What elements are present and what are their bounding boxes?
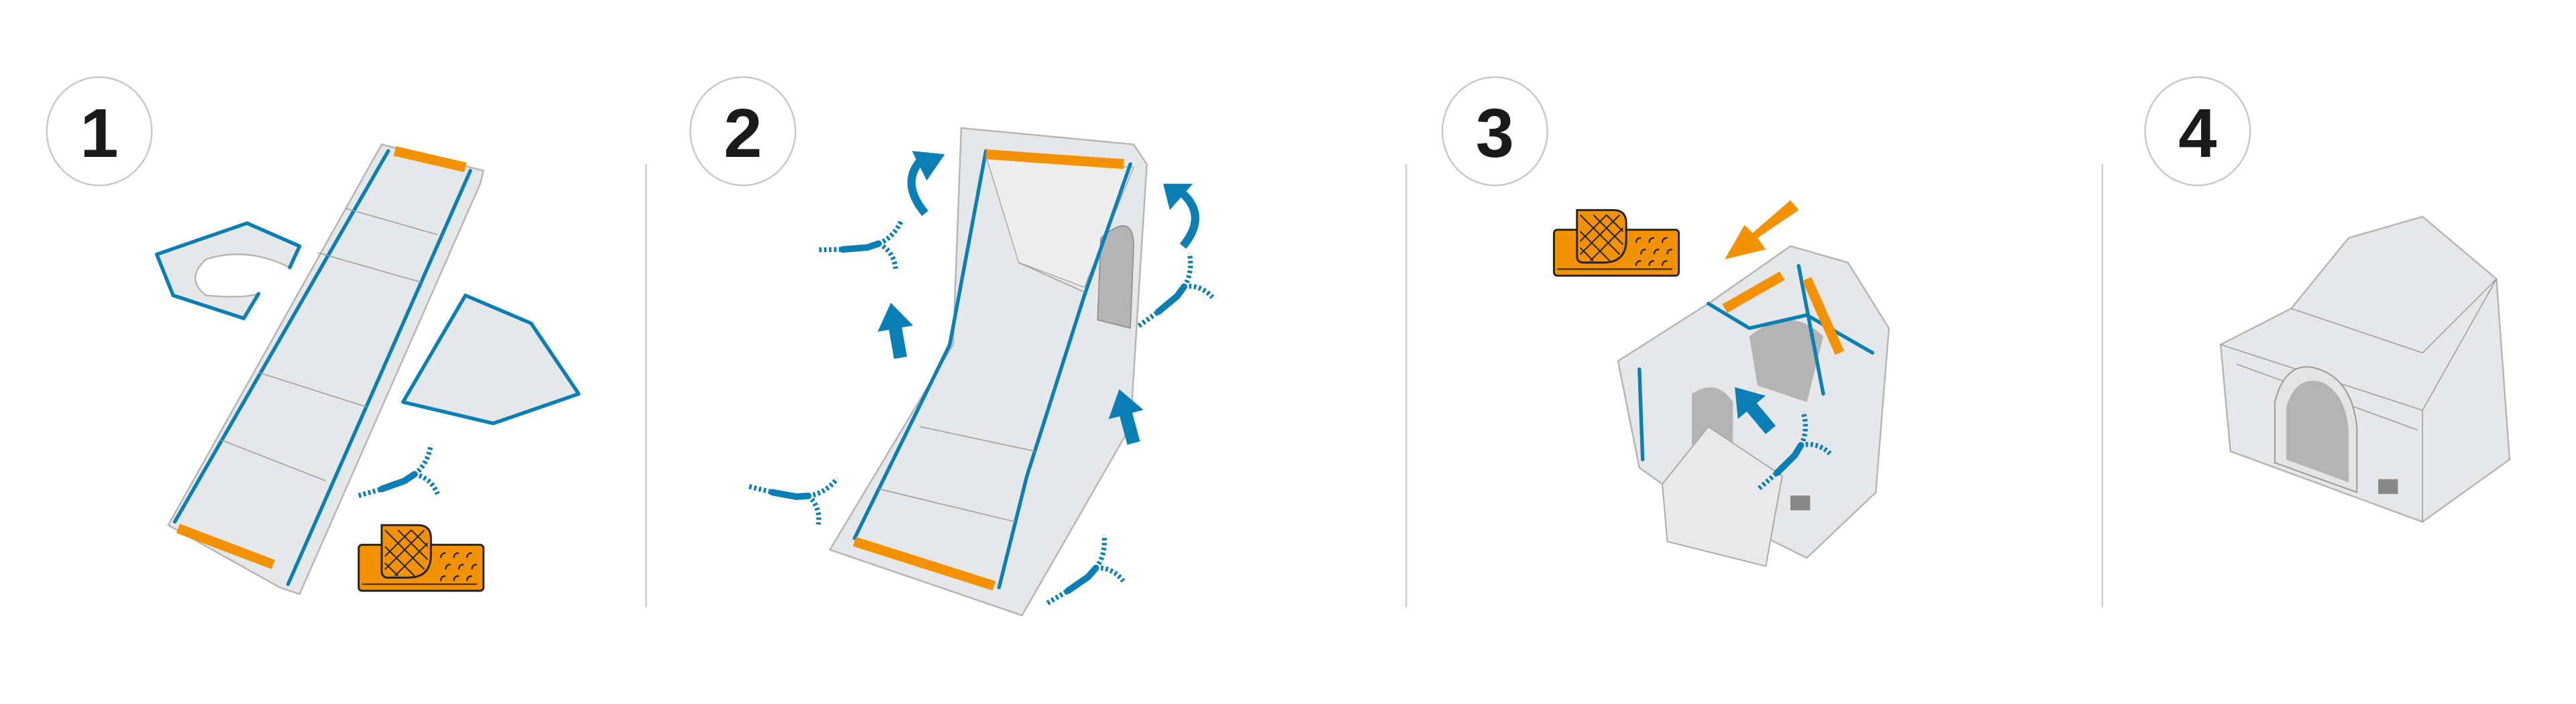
assembled-house xyxy=(2219,215,2511,523)
step-3-badge: 3 xyxy=(1441,76,1548,186)
step-1-badge: 1 xyxy=(46,76,153,186)
step-number: 4 xyxy=(2178,95,2216,172)
velcro-icon xyxy=(1553,209,1680,277)
rotate-arrow-icon xyxy=(907,158,928,217)
step-3-illustration xyxy=(1553,200,1890,567)
front-flap xyxy=(1662,426,1783,567)
step-1-illustration xyxy=(154,143,581,595)
step-4-badge: 4 xyxy=(2144,76,2251,186)
step-number: 3 xyxy=(1476,95,1514,172)
rotate-arrow-icon xyxy=(1179,190,1199,249)
front-panel xyxy=(156,222,301,320)
step-2-illustration xyxy=(749,127,1213,617)
window-opening xyxy=(1097,225,1134,329)
step-2-badge: 2 xyxy=(689,76,796,186)
arrow-icon xyxy=(1725,200,1799,259)
velcro-icon xyxy=(358,524,485,592)
step-4-illustration xyxy=(2219,215,2511,523)
zipper-icon xyxy=(819,200,908,270)
long-panel xyxy=(167,143,485,595)
step-number: 2 xyxy=(724,95,762,172)
arrow-icon xyxy=(873,299,918,361)
zipper-icon xyxy=(749,443,843,526)
zipper-icon xyxy=(359,445,437,495)
door-opening xyxy=(2286,380,2349,483)
step-number: 1 xyxy=(80,95,118,172)
